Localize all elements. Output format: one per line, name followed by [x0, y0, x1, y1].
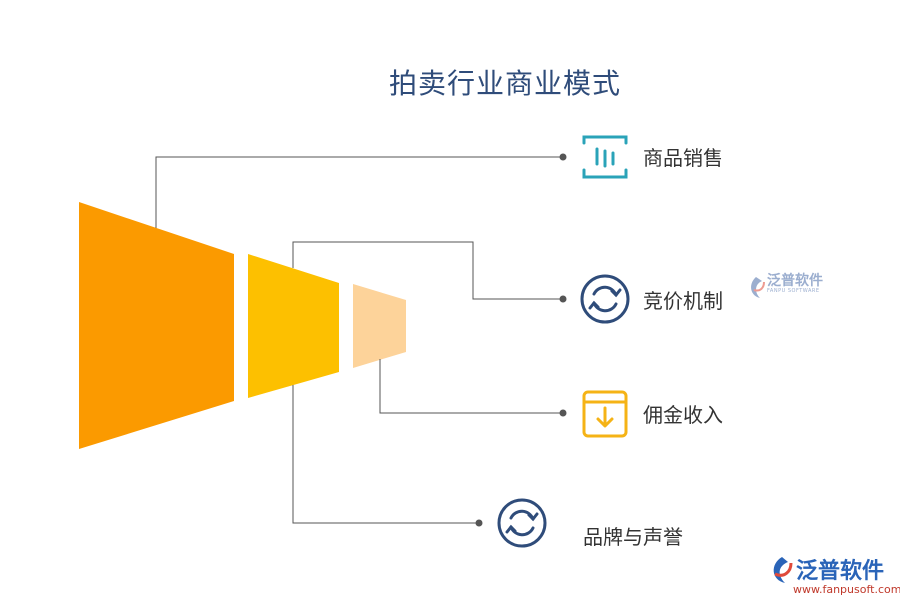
connector-dot-4: [475, 519, 483, 527]
item-label-sales: 商品销售: [643, 146, 723, 170]
page-title: 拍卖行业商业模式: [388, 67, 621, 100]
connector-line-1: [155, 156, 563, 228]
watermark-name: 泛普软件: [767, 273, 823, 289]
bar-chart-icon: [582, 135, 628, 179]
item-label-brand: 品牌与声誉: [583, 525, 683, 549]
logo-name: 泛普软件: [796, 559, 885, 584]
watermark-sub: FANPU SOFTWARE: [767, 288, 820, 294]
funnel-segment-2: [248, 254, 339, 398]
item-label-commission: 佣金收入: [643, 403, 723, 427]
connector-dot-1: [559, 153, 567, 161]
download-box-icon: [582, 390, 628, 438]
connector-dot-2: [559, 295, 567, 303]
connector-line-2: [292, 241, 563, 300]
watermark-logo-icon: [751, 277, 765, 298]
connector-line-4: [292, 385, 479, 524]
connector-line-3: [379, 359, 563, 414]
refresh-icon: [580, 274, 630, 324]
connector-dot-3: [559, 409, 567, 417]
funnel-segment-3: [353, 284, 406, 368]
refresh-icon: [497, 498, 547, 548]
logo-url: www.fanpusoft.com: [793, 583, 900, 596]
item-label-bidding: 竞价机制: [643, 289, 723, 313]
funnel-segment-1: [79, 202, 234, 449]
fanpu-logo-icon: [773, 557, 793, 583]
